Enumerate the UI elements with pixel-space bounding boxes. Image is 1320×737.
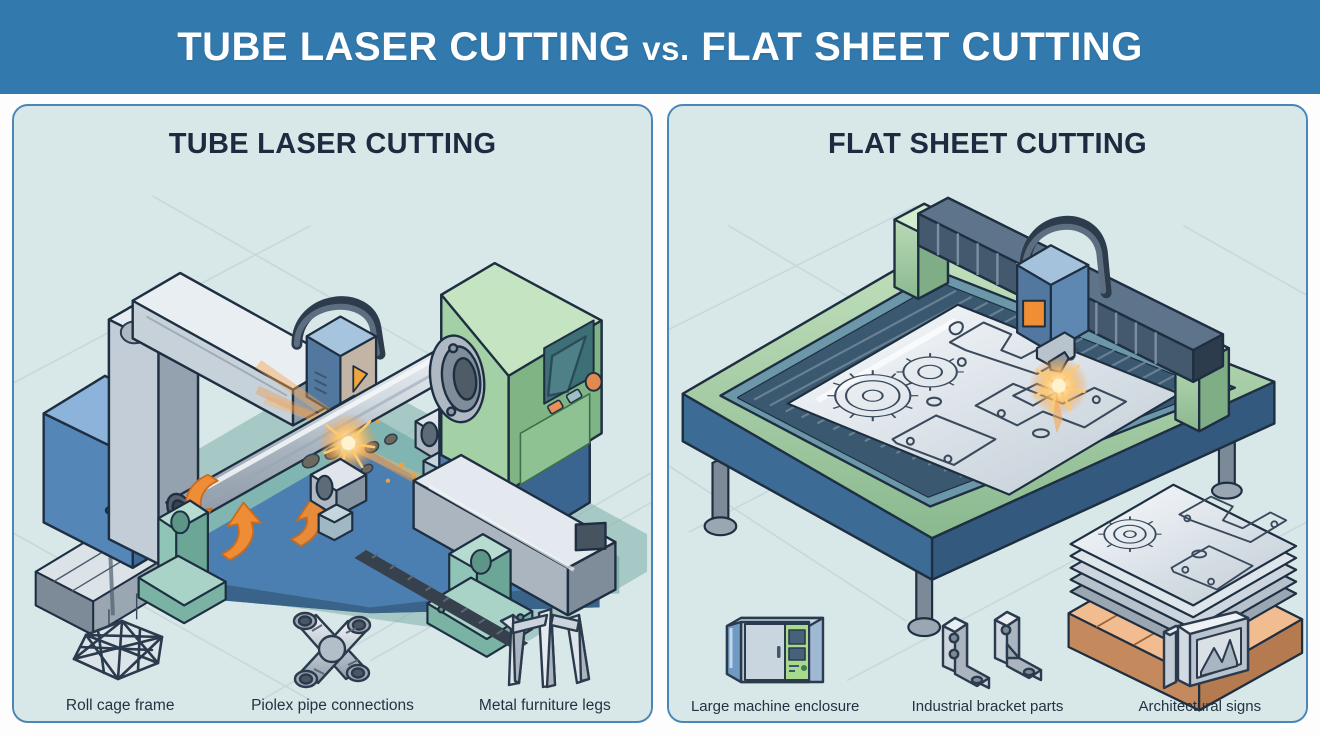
flat-sheet-scene xyxy=(669,106,1306,721)
tube-laser-examples: Roll cage frame xyxy=(14,603,651,715)
example-label: Piolex pipe connections xyxy=(251,697,414,714)
l-bracket-icon xyxy=(927,604,1047,696)
flat-sheet-examples: Large machine enclosure xyxy=(669,604,1306,715)
panel-title-flat-sheet: FLAT SHEET CUTTING xyxy=(827,128,1147,160)
panel-flat-sheet-cutting: FLAT SHEET CUTTING xyxy=(667,104,1308,723)
pipe-cross-joint-icon xyxy=(272,603,392,695)
example-label: Large machine enclosure xyxy=(690,698,860,715)
example-roll-cage-frame: Roll cage frame xyxy=(14,603,226,715)
example-label: Roll cage frame xyxy=(65,697,175,714)
framed-sign-icon xyxy=(1140,604,1260,696)
example-machine-enclosure: Large machine enclosure xyxy=(669,604,881,715)
page-header: TUBE LASER CUTTING vs. FLAT SHEET CUTTIN… xyxy=(0,0,1320,94)
example-label: Industrial bracket parts xyxy=(911,698,1064,715)
tube-laser-scene xyxy=(14,106,651,721)
panel-title-tube-laser: TUBE LASER CUTTING xyxy=(168,128,497,160)
example-architectural-signs: Architectural signs xyxy=(1094,604,1306,715)
machine-enclosure-icon xyxy=(715,604,835,696)
example-label: Metal furniture legs xyxy=(478,697,611,714)
title-part-2: FLAT SHEET CUTTING xyxy=(701,24,1143,69)
furniture-legs-icon xyxy=(485,603,605,695)
page-title: TUBE LASER CUTTING vs. FLAT SHEET CUTTIN… xyxy=(177,25,1143,70)
panel-tube-laser-cutting: TUBE LASER CUTTING xyxy=(12,104,653,723)
example-furniture-legs: Metal furniture legs xyxy=(439,603,651,715)
example-label: Architectural signs xyxy=(1138,698,1262,715)
example-pipe-connections: Piolex pipe connections xyxy=(226,603,438,715)
title-vs: vs. xyxy=(642,29,690,67)
title-part-1: TUBE LASER CUTTING xyxy=(177,24,631,69)
example-bracket-parts: Industrial bracket parts xyxy=(881,604,1093,715)
comparison-panels: TUBE LASER CUTTING xyxy=(0,94,1320,737)
roll-cage-frame-icon xyxy=(60,603,180,695)
